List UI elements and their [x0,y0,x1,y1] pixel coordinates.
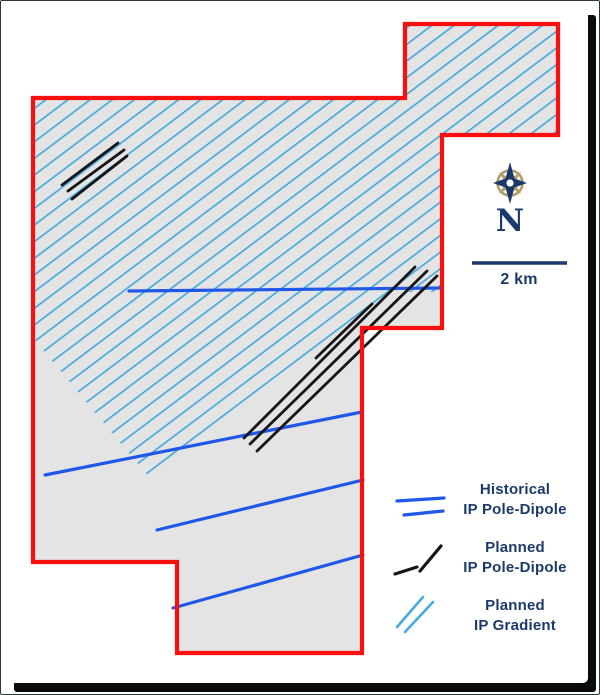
compass-north-label: N [495,203,525,239]
historical-ip-lines [43,286,444,610]
legend-item-historical-ip-pole-dipole: Historical IP Pole-Dipole [435,480,595,520]
legend-swatch-historical-ip-pole-dipole [395,496,446,517]
legend-swatch-planned-ip-pole-dipole [393,544,443,576]
planned-ip-line [242,265,417,440]
historical-ip-line [127,286,444,293]
planned-ip-line [66,148,126,193]
legend-label-line: Planned [485,539,545,556]
legend-label-line: IP Pole-Dipole [463,501,567,518]
planned-ip-lines [60,141,439,453]
legend-label-line: Historical [479,481,551,498]
planned-ip-line [248,269,429,446]
historical-ip-line [43,410,364,477]
legend-label-line: IP Gradient [474,617,556,634]
compass-rose-icon [493,162,527,204]
legend-label-line: IP Pole-Dipole [463,559,567,576]
legend-label-line: Planned [485,597,545,614]
legend-swatch-planned-ip-gradient [395,595,435,634]
scale-bar-label: 2 km [500,271,538,288]
planned-ip-line [60,141,120,187]
planned-ip-gradient-area [33,24,558,476]
planned-ip-line [314,302,374,360]
historical-ip-line [171,553,365,610]
legend-item-planned-ip-gradient: Planned IP Gradient [435,596,595,636]
claim-boundary [30,21,561,656]
planned-ip-line [255,274,439,453]
planned-ip-line [70,154,129,201]
historical-ip-line [155,478,365,532]
legend-item-planned-ip-pole-dipole: Planned IP Pole-Dipole [435,538,595,578]
